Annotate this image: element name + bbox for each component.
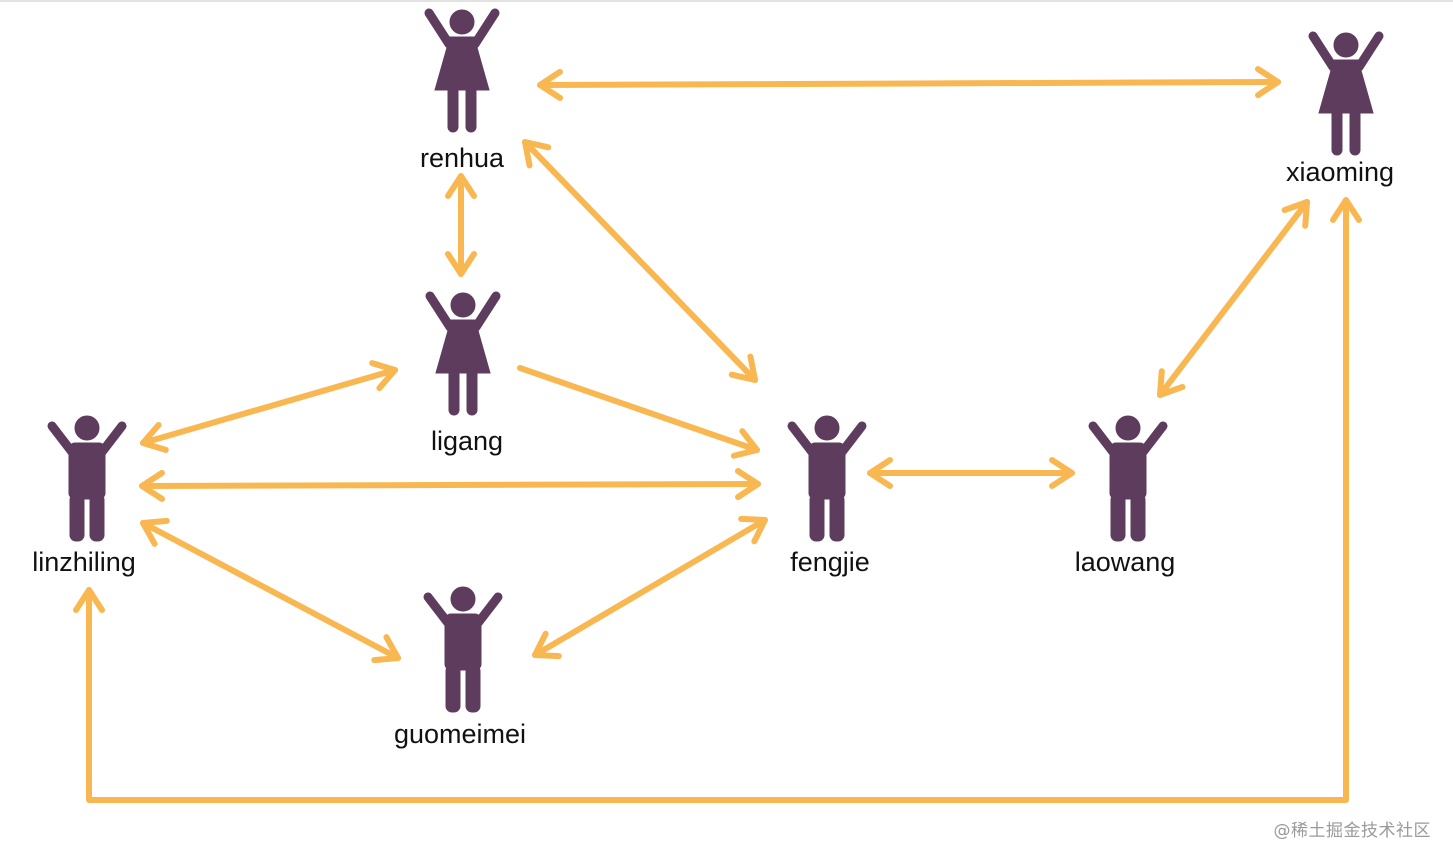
person-female-icon <box>1313 33 1379 155</box>
arrowhead <box>1049 457 1075 489</box>
node-renhua: renhua <box>420 10 505 173</box>
edge-ligang-linzhiling <box>140 360 398 453</box>
arrowhead <box>738 515 768 545</box>
edge-line <box>140 367 398 446</box>
edge-guomeimei-fengjie <box>532 515 768 660</box>
edge-line <box>140 520 401 661</box>
person-female-icon <box>430 293 496 415</box>
arrowhead <box>140 517 170 547</box>
arrowhead <box>445 173 477 199</box>
node-label: ligang <box>431 426 503 456</box>
edge-line <box>86 197 1349 803</box>
arrowhead <box>371 634 401 664</box>
node-ligang: ligang <box>430 293 503 456</box>
arrowhead <box>1254 66 1281 99</box>
node-label: fengjie <box>790 547 870 577</box>
arrowhead <box>867 457 893 489</box>
person-male-icon <box>428 587 498 712</box>
arrowhead <box>445 251 477 277</box>
node-fengjie: fengjie <box>790 416 870 577</box>
arrowhead <box>1157 368 1186 398</box>
person-male-icon <box>52 416 122 541</box>
arrowhead <box>734 468 761 501</box>
node-xiaoming: xiaoming <box>1286 33 1394 187</box>
edge-xiaoming-linzhiling <box>73 197 1362 803</box>
arrowhead <box>140 421 169 453</box>
watermark-text: @稀土掘金技术社区 <box>1273 821 1431 841</box>
top-border <box>0 0 1453 2</box>
edge-linzhiling-fengjie <box>139 468 761 502</box>
edge-fengjie-laowang <box>867 457 1075 489</box>
edge-laowang-xiaoming <box>1157 199 1310 398</box>
edge-line <box>522 139 758 383</box>
node-linzhiling: linzhiling <box>32 416 136 577</box>
edge-line <box>517 365 760 453</box>
node-label: renhua <box>420 143 505 173</box>
edge-linzhiling-guomeimei <box>140 517 401 664</box>
node-label: guomeimei <box>394 719 526 749</box>
node-label: linzhiling <box>32 547 136 577</box>
edge-renhua-ligang <box>445 173 477 277</box>
arrowhead <box>522 139 552 169</box>
node-label: xiaoming <box>1286 157 1394 187</box>
edge-line <box>1157 199 1310 398</box>
node-guomeimei: guomeimei <box>394 587 526 749</box>
arrowhead <box>537 68 564 101</box>
person-male-icon <box>1093 416 1163 541</box>
edge-line <box>532 517 768 658</box>
edge-renhua-fengjie <box>522 139 758 383</box>
edge-line <box>537 79 1281 88</box>
person-male-icon <box>792 416 862 541</box>
edge-renhua-xiaoming <box>537 66 1281 101</box>
edges-layer <box>73 66 1362 803</box>
edge-ligang-fengjie <box>517 365 760 459</box>
node-laowang: laowang <box>1075 416 1176 577</box>
arrowhead <box>139 469 166 502</box>
nodes-layer: renhua xiaoming ligang linzhiling fengjie lao… <box>32 10 1394 749</box>
arrowhead <box>369 360 398 392</box>
node-label: laowang <box>1075 547 1176 577</box>
person-female-icon <box>429 10 495 132</box>
edge-line <box>139 481 761 489</box>
arrowhead <box>1281 199 1310 229</box>
arrowhead <box>728 353 758 383</box>
arrowhead <box>1330 197 1362 223</box>
arrowhead <box>730 428 760 459</box>
arrowhead <box>73 587 105 613</box>
arrowhead <box>532 630 562 660</box>
